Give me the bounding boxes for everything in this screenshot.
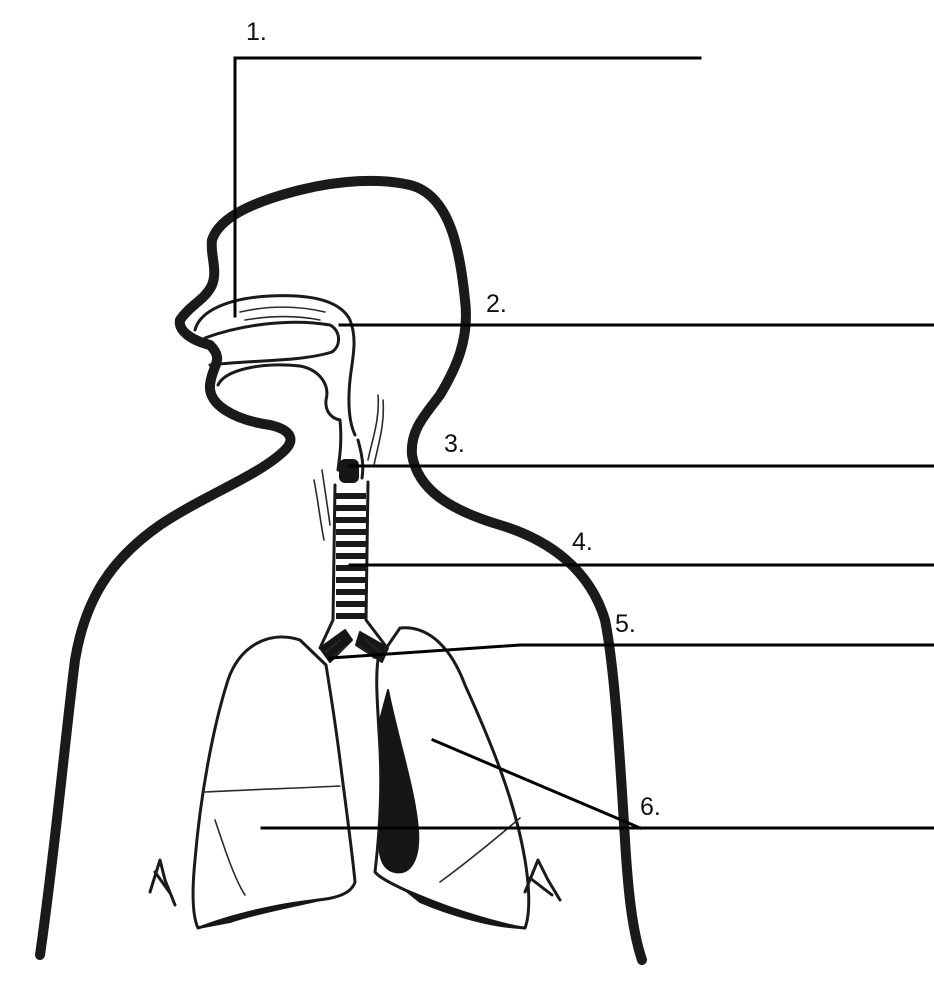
trachea-ring bbox=[336, 505, 366, 511]
label-5: 5. bbox=[615, 612, 636, 637]
trachea-ring bbox=[336, 613, 366, 619]
pharynx-larynx bbox=[338, 420, 363, 482]
left-diaphragm-mark bbox=[150, 860, 175, 905]
trachea-ring bbox=[336, 553, 366, 559]
nasal-turbinate-lines bbox=[240, 307, 325, 320]
label-1: 1. bbox=[246, 20, 267, 45]
right-lung-base bbox=[405, 890, 525, 928]
leader-line-6a bbox=[433, 740, 640, 828]
trachea-ring bbox=[336, 517, 366, 523]
trachea-ring bbox=[336, 577, 366, 583]
leader-line-5 bbox=[330, 645, 934, 658]
nasal-passage-inner bbox=[205, 322, 339, 365]
label-4: 4. bbox=[572, 530, 593, 555]
label-6: 6. bbox=[640, 795, 661, 820]
left-lung-outline bbox=[193, 637, 355, 928]
label-3: 3. bbox=[444, 432, 465, 457]
epiglottis bbox=[340, 460, 358, 482]
lungs bbox=[193, 628, 529, 928]
trachea-ring bbox=[336, 493, 366, 499]
label-2: 2. bbox=[486, 292, 507, 317]
heart-notch bbox=[380, 690, 419, 872]
trachea-ring bbox=[336, 541, 366, 547]
left-lung-texture bbox=[215, 820, 245, 895]
left-lung-base bbox=[198, 900, 320, 928]
trachea-ring bbox=[336, 589, 366, 595]
trachea-ring bbox=[336, 601, 366, 607]
trachea-ring bbox=[336, 529, 366, 535]
left-lung-lobe-line bbox=[205, 786, 340, 792]
trachea-rings bbox=[336, 493, 366, 619]
nasal-oral-cavity bbox=[195, 296, 383, 540]
